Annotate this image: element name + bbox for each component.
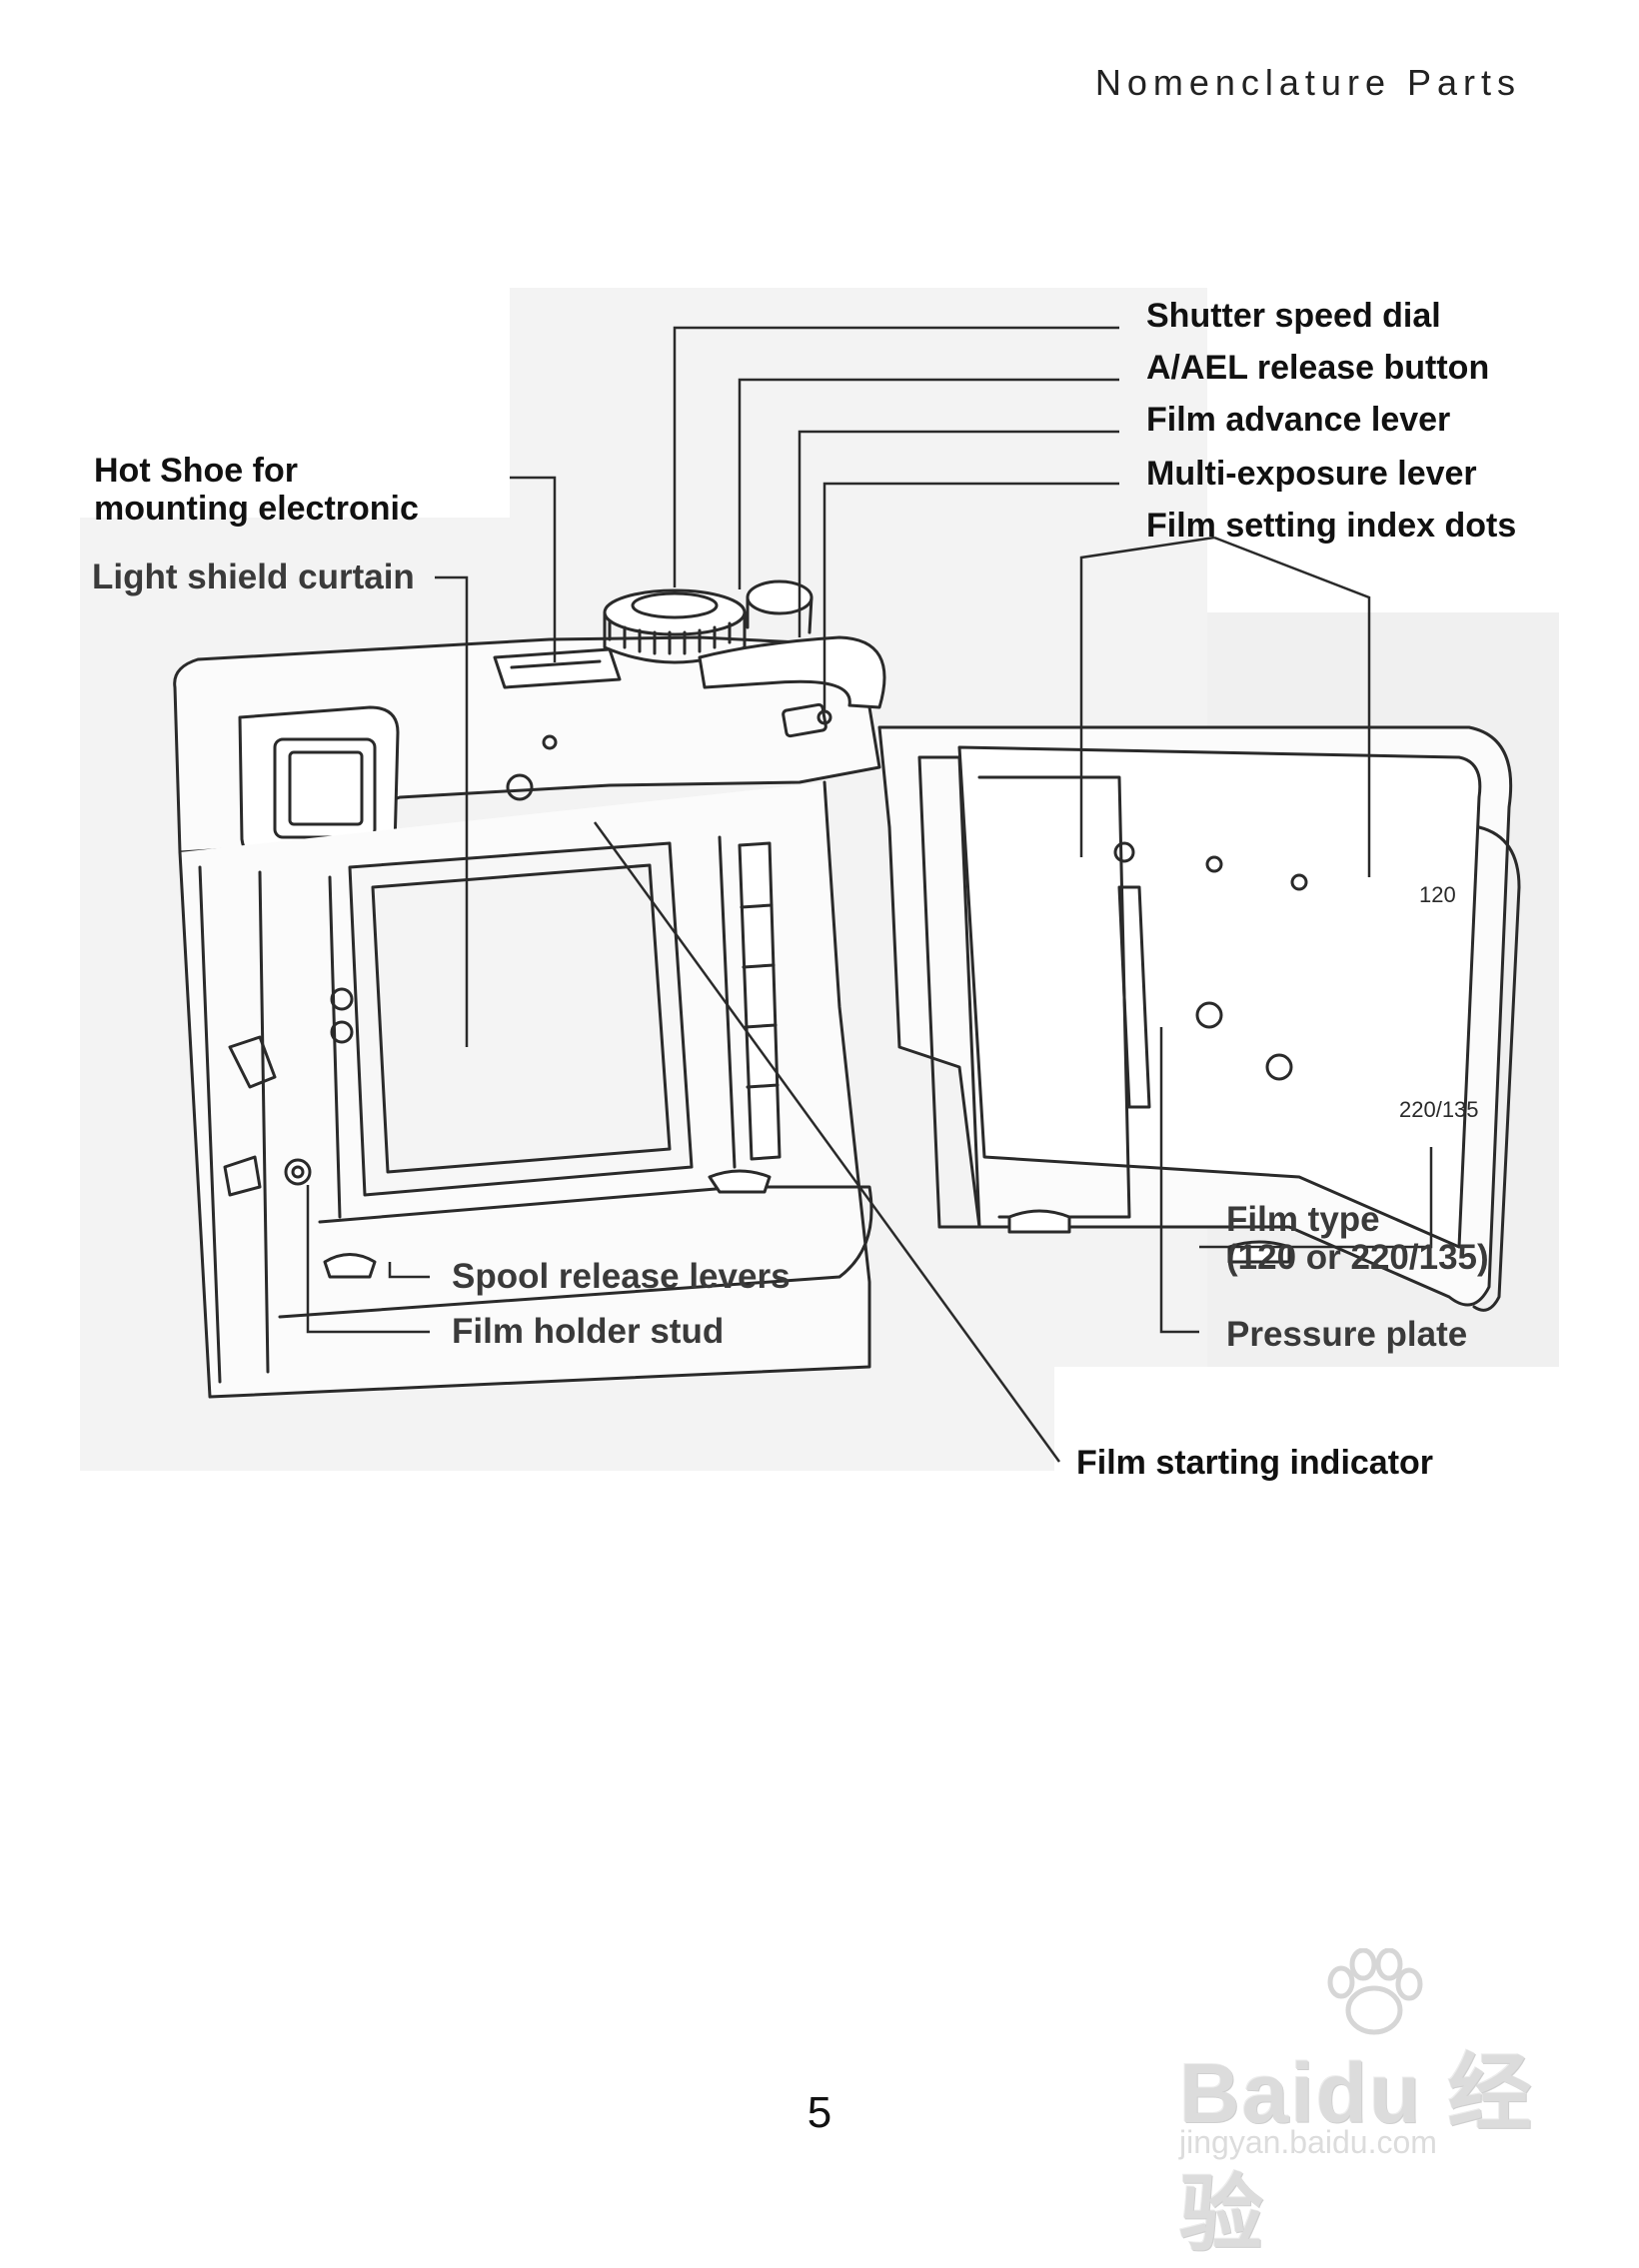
label-light-shield-curtain: Light shield curtain [92, 558, 415, 596]
label-multi-exposure-lever: Multi-exposure lever [1146, 455, 1477, 493]
page-header-title: Nomenclature Parts [1094, 62, 1521, 103]
label-film-holder-stud: Film holder stud [452, 1312, 725, 1351]
label-film-advance-lever: Film advance lever [1146, 401, 1451, 439]
label-film-setting-index-dots: Film setting index dots [1146, 507, 1517, 545]
camera-back-illustration: 120 220/135 Shutter speed dial A/AEL rel… [80, 288, 1559, 1482]
page-number: 5 [807, 2088, 832, 2137]
label-pressure-plate: Pressure plate [1226, 1315, 1468, 1354]
label-a-ael-release-button: A/AEL release button [1146, 349, 1490, 387]
watermark-url: jingyan.baidu.com [1179, 2124, 1437, 2160]
label-film-type: Film type (120 or 220/135) [1226, 1200, 1489, 1277]
paw-icon [1327, 1948, 1423, 2035]
label-film-starting-indicator: Film starting indicator [1076, 1444, 1434, 1482]
label-shutter-speed-dial: Shutter speed dial [1146, 297, 1441, 335]
label-hot-shoe: Hot Shoe for mounting electronic [94, 452, 419, 528]
plate-mark-120: 120 [1419, 882, 1456, 907]
plate-mark-220: 220/135 [1399, 1097, 1479, 1122]
label-spool-release-levers: Spool release levers [452, 1257, 791, 1296]
baidu-watermark: Baidu 经验 jingyan.baidu.com [1169, 1948, 1569, 2261]
camera-line-drawing: 120 220/135 [80, 288, 1559, 1471]
